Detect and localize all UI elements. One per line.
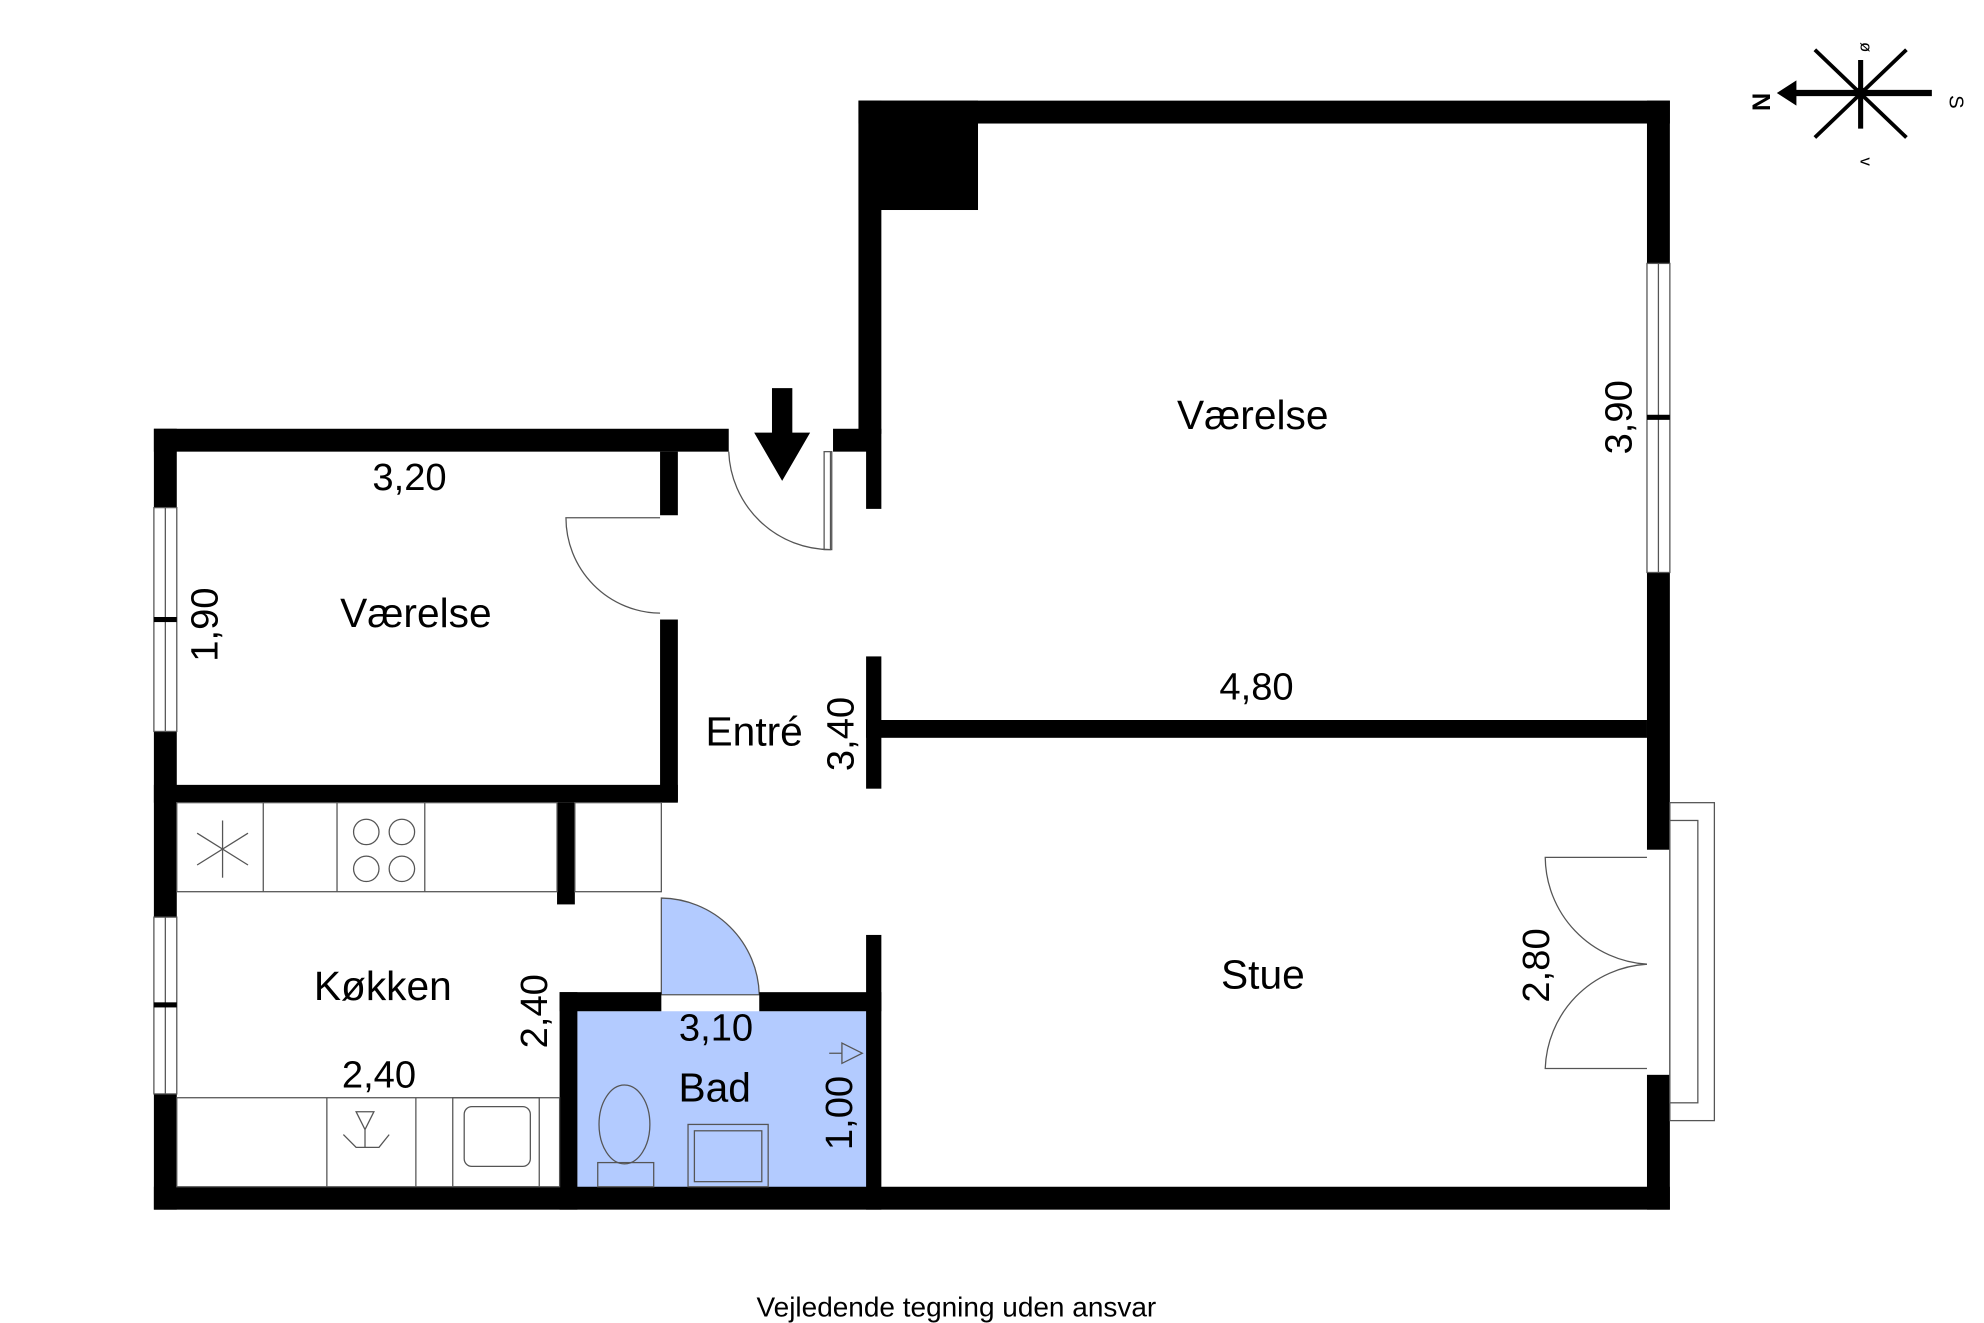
dim-stue-depth: 2,80 — [1515, 928, 1558, 1002]
dim-koekken-depth: 2,40 — [513, 974, 556, 1048]
entrance-arrow-icon — [754, 388, 811, 481]
bathroom-fixtures — [597, 1042, 864, 1188]
dim-bad-width: 3,10 — [679, 1006, 753, 1049]
room-label-vaerelse-large: Værelse — [1177, 392, 1329, 438]
dim-entre-length: 3,40 — [819, 697, 862, 771]
dim-vaerelse-small-depth: 1,90 — [183, 588, 226, 662]
disclaimer-footer: Vejledende tegning uden ansvar — [757, 1291, 1157, 1322]
compass-icon — [1776, 48, 1932, 139]
doors — [565, 451, 1716, 1122]
room-label-entre: Entré — [706, 708, 803, 754]
room-label-bad: Bad — [679, 1065, 751, 1111]
dim-vaerelse-large-depth: 3,90 — [1598, 380, 1641, 454]
bathroom-door-swing — [660, 897, 760, 996]
compass-east: ø — [1857, 42, 1876, 52]
room-label-stue: Stue — [1221, 951, 1305, 997]
windows — [153, 262, 1671, 1095]
compass-south: S — [1945, 95, 1967, 109]
kitchen-fixtures — [176, 802, 662, 1188]
walls — [153, 100, 1670, 1210]
dim-bad-depth: 1,00 — [818, 1076, 861, 1150]
dim-vaerelse-small-width: 3,20 — [372, 456, 446, 499]
freezer-snowflake-icon — [196, 820, 249, 878]
room-label-koekken: Køkken — [314, 963, 452, 1009]
bathroom-floor — [577, 1011, 868, 1189]
compass-north: N — [1747, 93, 1775, 111]
compass-west: v — [1857, 158, 1876, 167]
dim-koekken-width: 2,40 — [342, 1054, 416, 1097]
room-label-vaerelse-small: Værelse — [340, 590, 492, 636]
dim-vaerelse-large-width: 4,80 — [1219, 666, 1293, 709]
